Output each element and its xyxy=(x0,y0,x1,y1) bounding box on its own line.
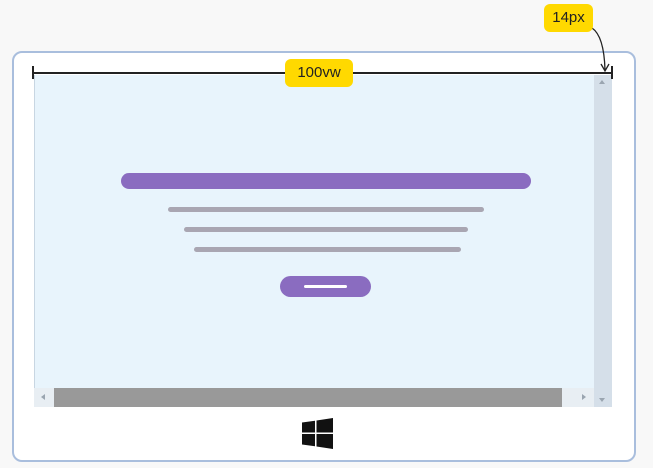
browser-viewport xyxy=(34,75,612,407)
scroll-left-arrow-icon[interactable] xyxy=(41,394,45,400)
scrollbar-width-label: 14px xyxy=(544,4,593,32)
placeholder-text-line xyxy=(168,207,484,212)
placeholder-text-line xyxy=(184,227,468,232)
dimension-tick-left xyxy=(32,66,34,79)
scroll-down-arrow-icon[interactable] xyxy=(599,398,605,402)
scroll-right-arrow-icon[interactable] xyxy=(582,394,586,400)
placeholder-button-label xyxy=(304,285,347,288)
viewport-width-label: 100vw xyxy=(285,59,353,87)
horizontal-scrollbar[interactable] xyxy=(34,388,594,407)
placeholder-text-line xyxy=(194,247,461,252)
placeholder-heading-bar xyxy=(121,173,531,189)
scroll-up-arrow-icon[interactable] xyxy=(599,80,605,84)
vertical-scrollbar[interactable] xyxy=(594,75,612,407)
horizontal-scrollbar-thumb[interactable] xyxy=(54,388,562,407)
windows-logo-icon xyxy=(302,418,333,449)
dimension-tick-right xyxy=(611,66,613,79)
placeholder-button[interactable] xyxy=(280,276,371,297)
